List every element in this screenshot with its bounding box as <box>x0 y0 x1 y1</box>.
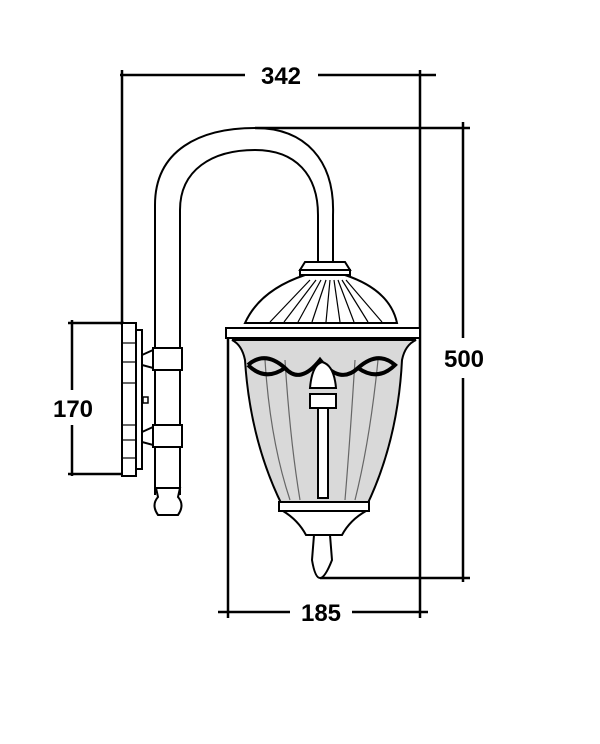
lantern-arm <box>141 126 335 516</box>
dimension-label-342: 342 <box>261 63 301 90</box>
dimension-170: 170 <box>53 320 124 476</box>
dimension-185: 185 <box>218 338 428 627</box>
finial <box>310 534 334 580</box>
dimension-label-185: 185 <box>301 600 341 627</box>
dimension-500: 500 <box>255 122 484 582</box>
wall-plate <box>121 322 149 477</box>
dimension-label-500: 500 <box>444 346 484 373</box>
dimension-label-170: 170 <box>53 396 93 423</box>
dimension-342: 342 <box>120 63 436 618</box>
lantern-head <box>225 261 421 580</box>
